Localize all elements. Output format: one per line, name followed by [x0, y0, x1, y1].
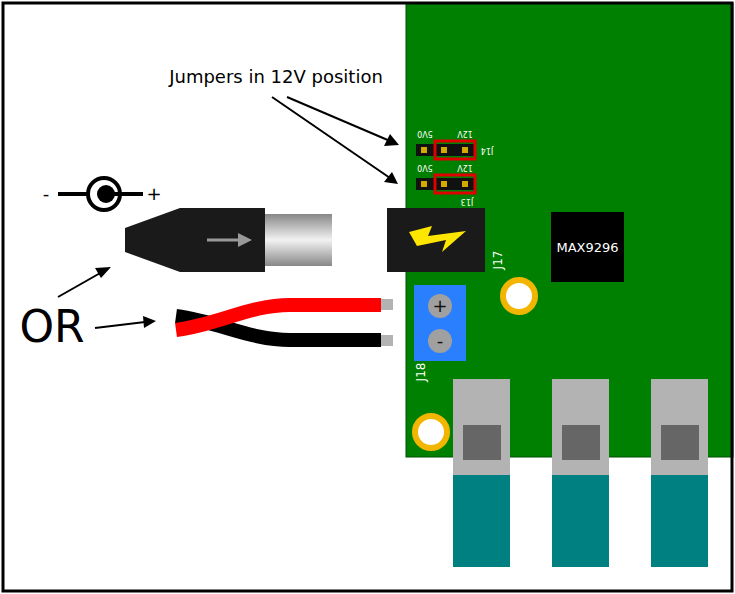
polarity-sign: -	[43, 185, 50, 203]
chip-label: MAX9296	[556, 240, 618, 255]
polarity-sign: +	[146, 185, 161, 203]
connector-name: J17	[492, 251, 504, 270]
jumper-pin-label: 12V	[457, 163, 473, 171]
jumper-pin-label: 12V	[457, 129, 473, 137]
note-text: Jumpers in 12V position	[169, 68, 383, 86]
jumper-pin-label: 5V0	[417, 163, 433, 171]
chip-box: MAX9296	[551, 212, 624, 282]
jumper-name: J14	[481, 146, 494, 154]
terminal-sign: +	[432, 297, 447, 315]
jumper-name: J13	[461, 197, 474, 205]
jumper-pin-label: 5V0	[417, 129, 433, 137]
connector-name: J18	[415, 363, 427, 382]
terminal-sign: -	[437, 332, 444, 350]
alternative-label: OR	[19, 305, 84, 349]
